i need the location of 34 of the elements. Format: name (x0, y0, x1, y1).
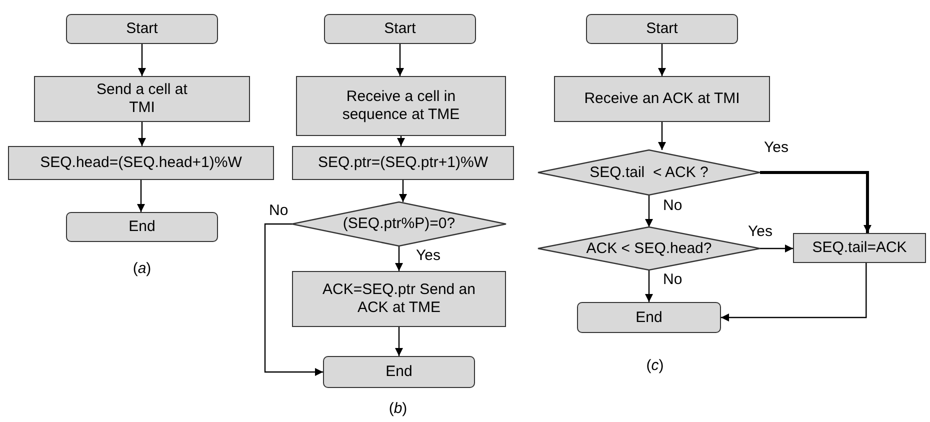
terminal-box: Start (324, 14, 476, 44)
process-box: ACK=SEQ.ptr Send an ACK at TME (292, 271, 506, 327)
arrow (397, 136, 405, 146)
terminal-box: Start (586, 14, 738, 44)
process-box: SEQ.tail=ACK (793, 233, 926, 263)
subfigure-caption: (c) (646, 357, 664, 375)
arrow (760, 244, 793, 252)
subfigure-caption: (a) (132, 260, 152, 278)
arrow (645, 195, 653, 227)
decision-diamond: SEQ.tail < ACK ? (538, 150, 760, 195)
terminal-box: Start (66, 14, 218, 44)
arrow (138, 44, 146, 76)
process-box: Receive an ACK at TMI (554, 76, 770, 122)
arrow (760, 171, 872, 233)
arrow (658, 44, 666, 76)
arrow (395, 327, 403, 356)
process-box: SEQ.ptr=(SEQ.ptr+1)%W (292, 146, 514, 180)
arrow (138, 122, 146, 146)
arrow (264, 223, 323, 376)
arrow (399, 180, 407, 202)
arrow (396, 44, 404, 76)
arrow (658, 122, 666, 150)
arrow (645, 270, 653, 302)
decision-diamond: (SEQ.ptr%P)=0? (292, 202, 506, 246)
process-box: SEQ.head=(SEQ.head+1)%W (8, 146, 274, 180)
arrow (721, 263, 867, 322)
arrow (395, 246, 403, 271)
terminal-box: End (577, 302, 721, 333)
subfigure-caption: (b) (388, 400, 408, 418)
terminal-box: End (323, 356, 475, 388)
process-box: Receive a cell in sequence at TME (296, 76, 506, 136)
process-box: Send a cell at TMI (34, 76, 250, 122)
terminal-box: End (66, 212, 218, 242)
arrow (137, 180, 145, 212)
